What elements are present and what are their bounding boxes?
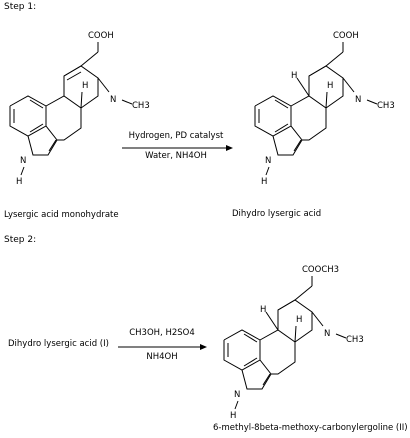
methyl-dihydro: CH3 (377, 101, 395, 111)
h5-dihydro: H (327, 81, 333, 91)
h5-ester: H (296, 315, 302, 325)
coome-ester: COOCH3 (302, 265, 339, 275)
h10-dihydro: H (291, 71, 297, 81)
indole-n-ester: N (234, 390, 240, 400)
indole-n-lysergic: N (20, 156, 26, 166)
methyl-ester-nme: CH3 (346, 335, 364, 345)
indole-n-dihydro: N (265, 156, 271, 166)
methyl-lysergic: CH3 (132, 101, 150, 111)
lysergic-acid-structure: N H N CH3 H COOH (9, 31, 150, 187)
amine-n-lysergic: N (110, 95, 116, 105)
amine-n-dihydro: N (355, 95, 361, 105)
indole-h-lysergic: H (16, 177, 22, 187)
cooh-dihydro: COOH (333, 31, 359, 41)
lysergic-acid-label: Lysergic acid monohydrate (4, 210, 119, 220)
indole-h-dihydro: H (261, 177, 267, 187)
step-2-heading: Step 2: (4, 235, 37, 245)
step1-condition-top: Hydrogen, PD catalyst (128, 131, 224, 141)
indole-h-ester: H (230, 411, 236, 421)
h-lysergic: H (82, 81, 88, 91)
dihydro-lysergic-acid-label: Dihydro lysergic acid (232, 209, 322, 219)
amine-n-ester: N (324, 329, 330, 339)
step2-condition-bottom: NH4OH (146, 352, 178, 362)
step2-reactant-label: Dihydro lysergic acid (I) (8, 339, 109, 349)
cooh-lysergic: COOH (88, 31, 114, 41)
step2-condition-top: CH3OH, H2SO4 (129, 328, 195, 338)
step-1-heading: Step 1: (4, 2, 37, 12)
h10-ester: H (260, 305, 266, 315)
step2-product-label: 6-methyl-8beta-methoxy-carbonylergoline … (213, 423, 408, 433)
dihydrolysergic-acid-structure: N H N CH3 H H COOH (254, 31, 395, 187)
step1-condition-bottom: Water, NH4OH (145, 151, 207, 161)
methyl-ester-structure: N H N CH3 H H COOCH3 (223, 265, 364, 421)
